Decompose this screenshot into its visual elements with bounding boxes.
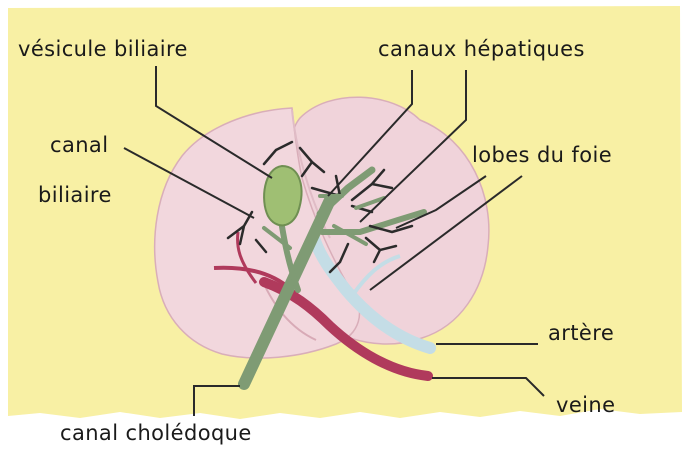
gallbladder-shape: [264, 166, 301, 225]
label-common-bile-duct: canal cholédoque: [60, 421, 252, 445]
label-gallbladder: vésicule biliaire: [18, 37, 188, 61]
label-bile-duct-line1: canal: [50, 133, 108, 157]
label-artery: artère: [548, 321, 614, 345]
label-bile-duct-line2: biliaire: [38, 183, 112, 207]
label-liver-lobes: lobes du foie: [472, 143, 612, 167]
label-hepatic-ducts: canaux hépatiques: [378, 37, 585, 61]
label-vein: veine: [556, 393, 615, 417]
